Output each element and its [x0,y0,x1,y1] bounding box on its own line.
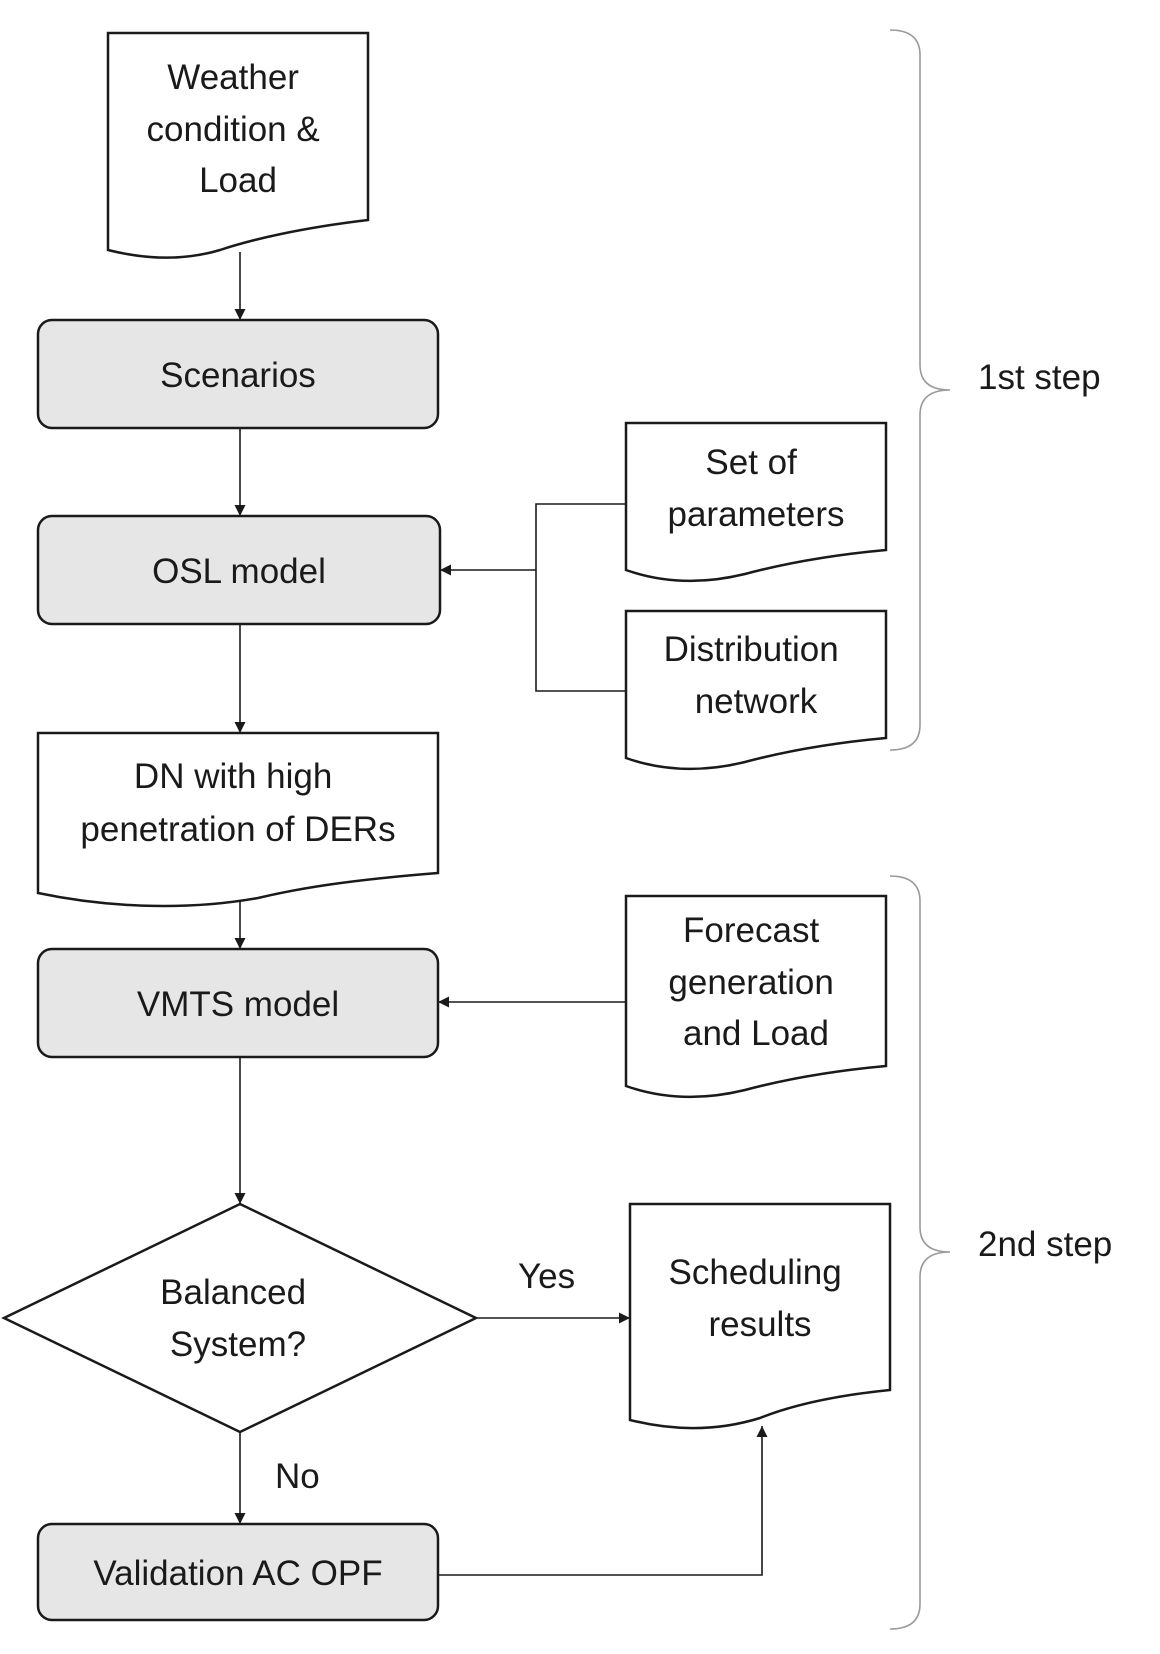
weather-line-2: condition & [147,110,320,149]
scenarios-process: Scenarios [36,318,440,430]
arrow-validation-to-scheduling [438,1426,768,1576]
parameters-document: Set of parameters [624,421,888,583]
osl-model-label: OSL model [152,552,326,591]
balanced-system-decision: Balanced System? [1,1202,479,1434]
validation-ac-opf-process: Validation AC OPF [36,1522,440,1622]
svg-text:Weather condition &: Weather condition & Load [147,58,330,200]
step-2-label: 2nd step [978,1225,1112,1264]
forecast-line-2: generation [668,963,833,1002]
forecast-line-1: Forecast [683,911,819,950]
svg-text:Scheduling results: Scheduling results [669,1253,852,1344]
bracket-inputs-to-osl [535,503,626,692]
scheduling-line-2: results [708,1305,811,1344]
svg-text:Distribution network: Distribution network [664,630,849,721]
brace-1st-step [889,29,951,751]
weather-load-document: Weather condition & Load [106,31,370,259]
scenarios-label: Scenarios [160,356,316,395]
network-line-1: Distribution [664,630,839,669]
decision-line-1: Balanced [160,1273,306,1312]
step-1-label: 1st step [978,358,1101,397]
scheduling-line-1: Scheduling [669,1253,842,1292]
network-line-2: network [695,682,818,721]
no-label: No [275,1457,320,1496]
decision-line-2: System? [170,1325,306,1364]
weather-line-1: Weather [167,58,299,97]
forecast-document: Forecast generation and Load [624,894,888,1099]
vmts-model-process: VMTS model [36,947,440,1059]
yes-label: Yes [518,1257,575,1296]
parameters-line-1: Set of [705,443,797,482]
brace-2nd-step [889,875,951,1630]
svg-text:Forecast generation: Forecast generation and Load [668,911,843,1053]
svg-text:Set of parameters: Set of parameters [667,443,844,534]
svg-text:Balanced System?: Balanced System? [160,1273,316,1364]
weather-line-3: Load [199,161,277,200]
scheduling-results-document: Scheduling results [628,1202,892,1430]
parameters-line-2: parameters [667,495,844,534]
dn-document: DN with high penetration of DERs [36,731,440,908]
validation-label: Validation AC OPF [93,1554,382,1593]
osl-model-process: OSL model [36,514,442,626]
forecast-line-3: and Load [683,1014,829,1053]
distribution-network-document: Distribution network [624,609,888,771]
vmts-model-label: VMTS model [137,985,339,1024]
dn-line-1: DN with high [134,757,332,796]
svg-text:DN with high penetration: DN with high penetration of DERs [80,757,395,849]
dn-line-2: penetration of DERs [80,810,395,849]
